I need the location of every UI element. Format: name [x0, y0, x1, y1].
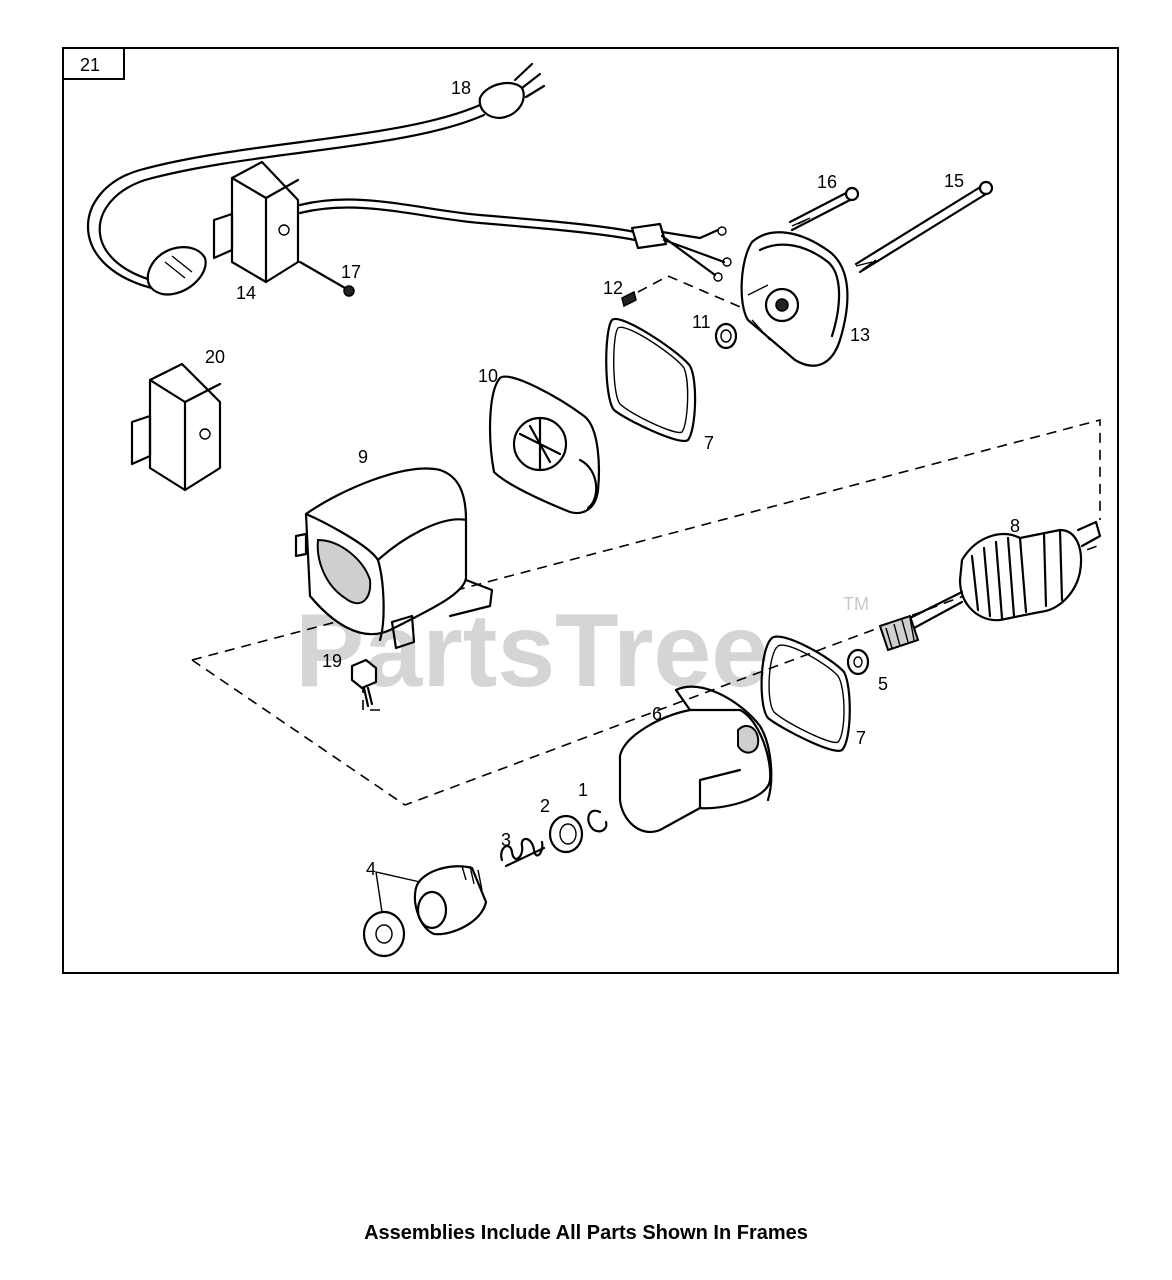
retaining-clip — [587, 809, 608, 833]
diagram-caption: Assemblies Include All Parts Shown In Fr… — [364, 1222, 808, 1244]
leader-4a — [375, 871, 421, 883]
screw-12 — [621, 290, 637, 308]
end-cap — [740, 231, 849, 367]
armature — [878, 520, 1102, 652]
callout-8: 8 — [1010, 516, 1020, 536]
housing-dashed-frame — [191, 544, 1101, 806]
bolt-16 — [788, 186, 860, 232]
drive-pinion — [362, 865, 488, 958]
callout-1: 1 — [578, 780, 588, 800]
callout-20: 20 — [205, 347, 225, 367]
callout-12: 12 — [603, 278, 623, 298]
power-cord — [87, 62, 732, 296]
callout-7b: 7 — [856, 728, 866, 748]
callout-13: 13 — [850, 325, 870, 345]
frame-label: 21 — [80, 55, 100, 75]
washer-11 — [714, 322, 738, 350]
callout-11: 11 — [692, 312, 711, 332]
motor-housing — [294, 467, 494, 650]
brush-plate — [488, 375, 600, 515]
assembly-frame — [62, 47, 1119, 974]
watermark-tm: TM — [843, 594, 869, 614]
callout-9: 9 — [358, 447, 368, 467]
gasket-lower — [760, 635, 851, 752]
switch-box — [212, 160, 300, 284]
bolt-dashed-bracket — [362, 683, 382, 711]
callout-2: 2 — [540, 796, 550, 816]
callout-18: 18 — [451, 78, 471, 98]
spring — [500, 837, 546, 868]
callout-14: 14 — [236, 283, 256, 303]
callout-3: 3 — [501, 830, 511, 850]
armature-dashed-frame — [191, 418, 1101, 661]
drive-housing — [618, 685, 773, 833]
callout-4: 4 — [366, 859, 376, 879]
screw-dashed-leader — [637, 275, 753, 313]
callout-7a: 7 — [704, 433, 714, 453]
callout-6: 6 — [652, 704, 662, 724]
callout-15: 15 — [944, 171, 964, 191]
callout-5: 5 — [878, 674, 888, 694]
callout-19: 19 — [322, 651, 342, 671]
gasket-upper — [605, 317, 697, 442]
callout-10: 10 — [478, 366, 498, 386]
screw-17 — [298, 260, 355, 297]
switch-box-20 — [130, 362, 222, 492]
callout-17: 17 — [341, 262, 361, 282]
washer-5 — [846, 648, 870, 676]
leader-4b — [375, 871, 383, 913]
collar — [548, 814, 584, 854]
callout-16: 16 — [817, 172, 837, 192]
bolt-15 — [854, 180, 994, 274]
frame-label-box — [62, 47, 125, 80]
bolt-19 — [350, 658, 378, 708]
